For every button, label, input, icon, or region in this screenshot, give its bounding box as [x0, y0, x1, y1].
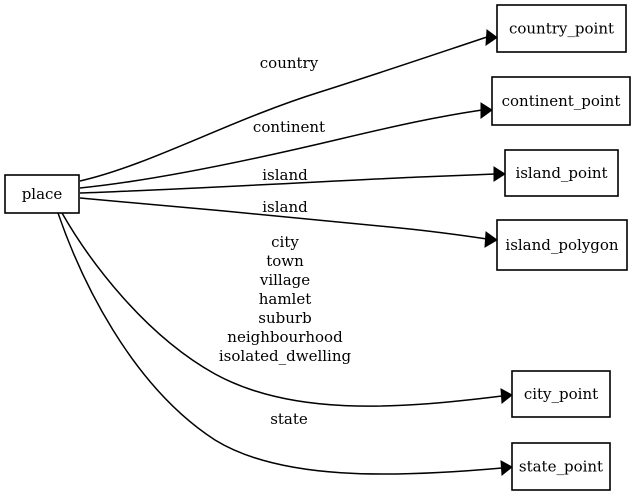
edge-label-line: suburb — [258, 309, 311, 327]
node-continent_point[interactable]: continent_point — [491, 76, 631, 126]
edge-place-city_point[interactable] — [61, 212, 513, 407]
edge-label-line: village — [259, 271, 310, 289]
nodes-layer: place country_point continent_point island_… — [4, 4, 631, 491]
edge-place-country_point[interactable] — [79, 29, 498, 182]
edge-line — [79, 197, 488, 240]
edge-line — [79, 36, 488, 182]
edges-layer — [57, 29, 513, 476]
node-box — [496, 219, 628, 271]
arrow-head-icon — [500, 388, 513, 404]
edge-place-continent_point[interactable] — [79, 102, 493, 189]
edge-place-state_point-label: state — [270, 410, 308, 428]
node-island_polygon[interactable]: island_polygon — [496, 219, 628, 271]
edge-label-line: island — [262, 198, 308, 216]
edge-place-island_point-label: island — [262, 166, 308, 184]
node-label: island_polygon — [505, 236, 619, 254]
node-label: country_point — [509, 20, 614, 38]
node-island_point[interactable]: island_point — [504, 149, 619, 197]
edge-place-continent_point-label: continent — [253, 118, 325, 136]
arrow-head-icon — [480, 102, 493, 119]
arrow-head-icon — [485, 29, 498, 46]
node-city_point[interactable]: city_point — [511, 370, 611, 418]
edge-label-line: town — [266, 252, 304, 270]
edge-label-line: continent — [253, 118, 325, 136]
edge-place-island_point[interactable] — [79, 166, 506, 194]
edge-line — [61, 212, 503, 407]
edge-label-line: country — [260, 54, 319, 72]
arrow-head-icon — [500, 460, 513, 476]
edge-line — [79, 173, 496, 194]
node-label: state_point — [519, 458, 603, 476]
node-label: city_point — [524, 385, 598, 403]
edge-label-line: state — [270, 410, 308, 428]
edge-label-line: neighbourhood — [227, 328, 343, 346]
edge-place-country_point-label: country — [260, 54, 319, 72]
node-box — [504, 149, 619, 197]
edge-label-line: city — [271, 233, 299, 251]
node-label: continent_point — [502, 92, 621, 110]
node-state_point[interactable]: state_point — [511, 442, 611, 491]
arrow-head-icon — [484, 231, 498, 248]
edge-label-line: island — [262, 166, 308, 184]
edge-label-line: hamlet — [259, 290, 312, 308]
node-place[interactable]: place — [4, 174, 80, 214]
edge-labels-layer: country continent island island citytownvill… — [219, 54, 352, 428]
arrow-head-icon — [493, 166, 506, 182]
node-label: island_point — [515, 164, 607, 182]
edge-line — [79, 109, 483, 189]
node-box — [511, 370, 611, 418]
edge-place-island_polygon[interactable] — [79, 197, 498, 248]
edge-place-island_polygon-label: island — [262, 198, 308, 216]
node-label: place — [22, 185, 63, 203]
node-box — [4, 174, 80, 214]
node-box — [511, 442, 611, 491]
edge-label-line: isolated_dwelling — [219, 347, 352, 365]
edge-line — [57, 212, 503, 475]
edge-place-state_point[interactable] — [57, 212, 513, 476]
edge-place-city_point-label: citytownvillagehamletsuburbneighbourhood… — [219, 233, 352, 365]
node-box — [496, 4, 627, 53]
node-box — [491, 76, 631, 126]
node-country_point[interactable]: country_point — [496, 4, 627, 53]
